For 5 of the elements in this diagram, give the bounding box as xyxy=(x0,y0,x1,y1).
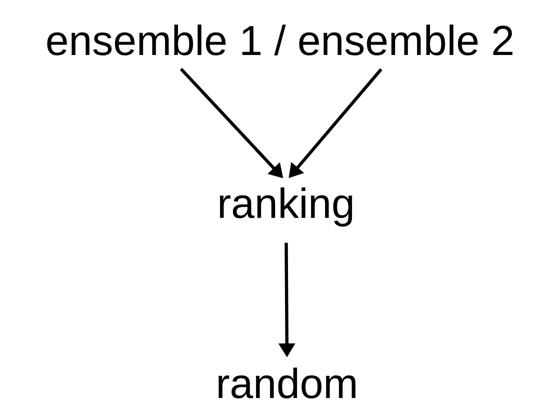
text-label: random xyxy=(218,368,356,398)
separator-text: / xyxy=(274,24,286,56)
text-label: ensemble 2 xyxy=(299,24,512,56)
text-label: ranking xyxy=(220,187,352,227)
text-label: ensemble 1 xyxy=(47,24,260,56)
